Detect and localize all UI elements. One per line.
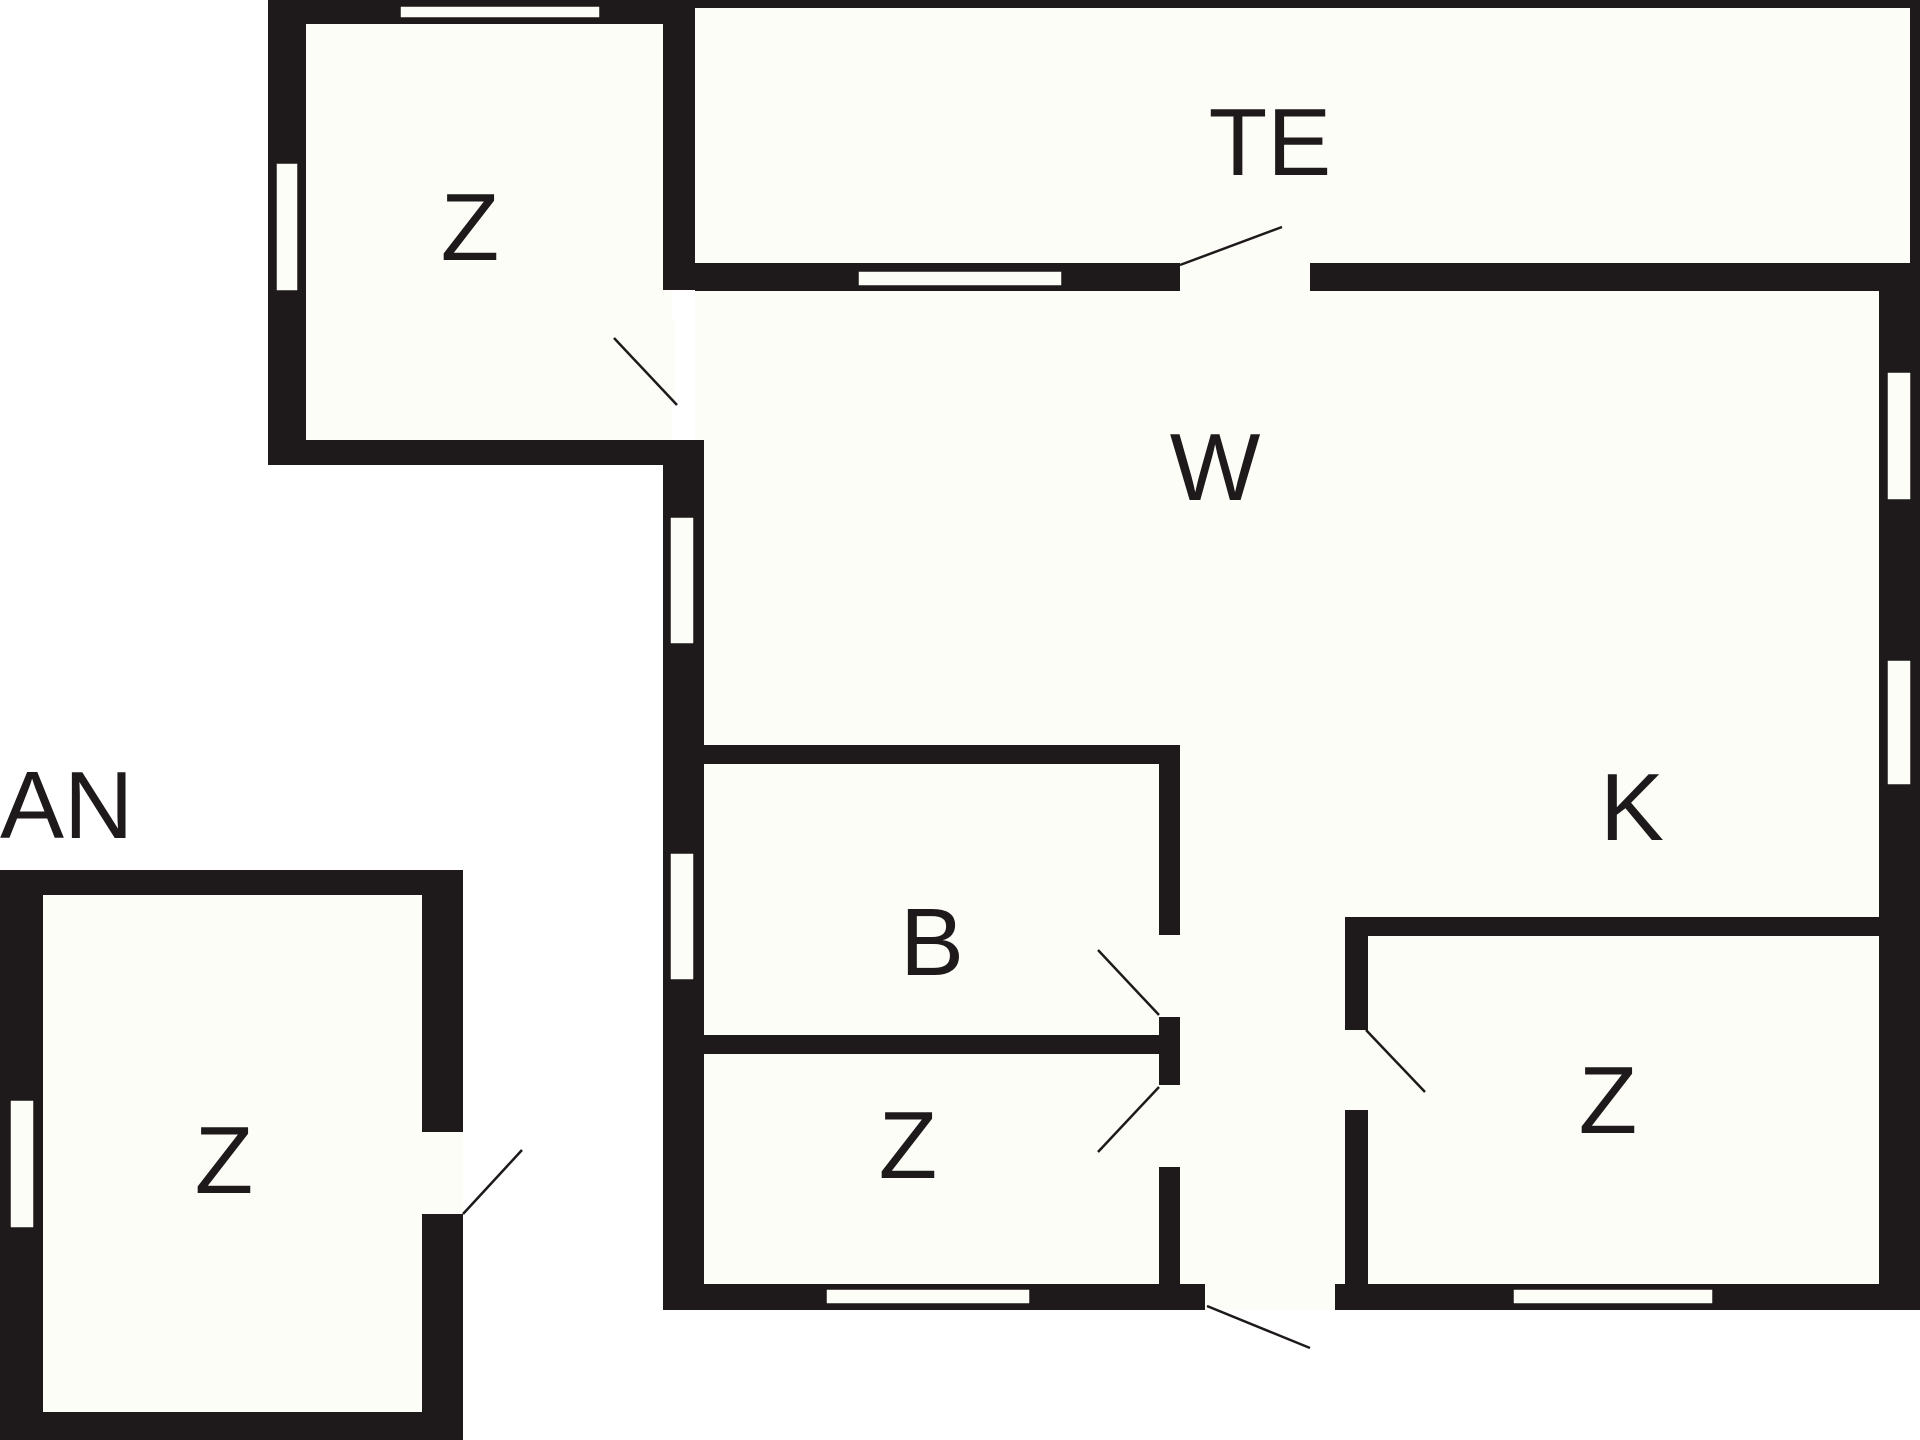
window — [1512, 1288, 1714, 1305]
door-opening — [1159, 935, 1180, 1017]
room-label-terrace: TE — [1209, 89, 1332, 196]
room-label-living: W — [1170, 414, 1261, 521]
window — [275, 162, 299, 292]
window — [1886, 371, 1912, 501]
window — [857, 270, 1063, 287]
room-label-annex-z: Z — [195, 1107, 254, 1214]
window — [669, 516, 695, 645]
door-opening — [1180, 263, 1310, 291]
wall — [1345, 917, 1893, 936]
wall — [698, 745, 1180, 764]
door-opening — [1159, 1085, 1180, 1167]
wall — [1910, 0, 1920, 270]
window — [399, 5, 601, 19]
wall — [268, 440, 695, 465]
door-swing — [613, 337, 678, 406]
window — [825, 1288, 1031, 1305]
wall — [698, 1035, 1180, 1054]
annex-label: AN — [0, 752, 133, 859]
door-opening — [1345, 1030, 1368, 1110]
wall — [695, 0, 1920, 8]
door-opening — [665, 320, 675, 405]
floor-annex — [40, 893, 425, 1430]
door-swing — [1365, 1029, 1426, 1093]
floor-terrace — [695, 5, 1915, 266]
room-labels: Z TE W K B Z Z Z AN — [0, 89, 1664, 1214]
window — [669, 852, 695, 981]
room-label-z-right: Z — [1579, 1047, 1638, 1154]
door-swing — [1206, 1304, 1311, 1350]
room-label-z-top-left: Z — [441, 174, 500, 281]
floor-main — [695, 290, 1887, 1290]
door-openings — [422, 263, 1368, 1310]
window — [9, 1099, 35, 1229]
wall — [0, 1412, 463, 1440]
room-label-bathroom: B — [900, 889, 964, 996]
door-swing — [1097, 949, 1160, 1016]
window — [1886, 659, 1912, 786]
wall — [0, 870, 463, 895]
windows — [9, 5, 1912, 1305]
door-opening — [422, 1132, 463, 1214]
door-swings — [462, 225, 1426, 1350]
room-label-kitchen: K — [1600, 754, 1664, 861]
wall — [1159, 745, 1180, 1291]
door-swing — [1179, 225, 1283, 267]
door-opening — [1205, 1284, 1335, 1310]
floors — [40, 5, 1915, 1430]
wall — [663, 0, 695, 290]
room-label-z-middle: Z — [879, 1092, 938, 1199]
door-swing — [462, 1149, 523, 1215]
floor-z-top-left — [300, 22, 672, 447]
door-swing — [1097, 1086, 1160, 1153]
